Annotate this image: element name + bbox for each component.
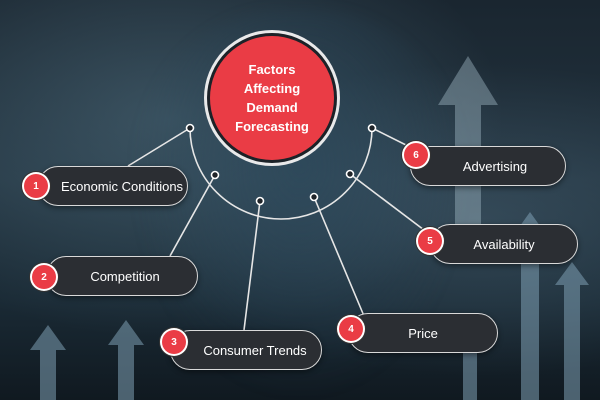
factor-number-badge: 6 — [404, 143, 428, 167]
connector-2 — [169, 174, 216, 257]
center-hub: Factors Affecting Demand Forecasting — [210, 36, 334, 160]
connector-node — [345, 169, 355, 179]
factor-competition: Competition — [46, 256, 198, 296]
hub-arc — [189, 127, 373, 220]
factor-price: Price — [348, 313, 498, 353]
connector-5 — [349, 173, 433, 237]
connector-node — [309, 192, 319, 202]
factor-number-badge: 4 — [339, 317, 363, 341]
factor-label: Consumer Trends — [203, 342, 307, 358]
factor-label: Availability — [473, 236, 535, 252]
factor-number-badge: 3 — [162, 330, 186, 354]
factor-label: Economic Conditions — [60, 178, 184, 194]
factor-economic-conditions: Economic Conditions — [38, 166, 188, 206]
factor-advertising: Advertising — [410, 146, 566, 186]
connector-node — [185, 123, 195, 133]
connector-node — [255, 196, 265, 206]
factor-number-badge: 2 — [32, 265, 56, 289]
connector-3 — [243, 200, 261, 331]
up-arrow-icon — [30, 325, 66, 400]
connector-4 — [313, 196, 365, 317]
factor-label: Competition — [90, 268, 160, 284]
connector-1 — [127, 127, 191, 167]
factor-number-badge: 5 — [418, 229, 442, 253]
connector-node — [367, 123, 377, 133]
up-arrow-icon — [555, 262, 589, 400]
factor-availability: Availability — [430, 224, 578, 264]
factor-label: Price — [408, 325, 438, 341]
up-arrow-icon — [510, 212, 550, 400]
up-arrow-icon — [108, 320, 144, 400]
factor-consumer-trends: Consumer Trends — [170, 330, 322, 370]
factor-label: Advertising — [462, 158, 528, 174]
diagram-title: Factors Affecting Demand Forecasting — [235, 62, 309, 134]
factor-number-badge: 1 — [24, 174, 48, 198]
connector-node — [210, 170, 220, 180]
